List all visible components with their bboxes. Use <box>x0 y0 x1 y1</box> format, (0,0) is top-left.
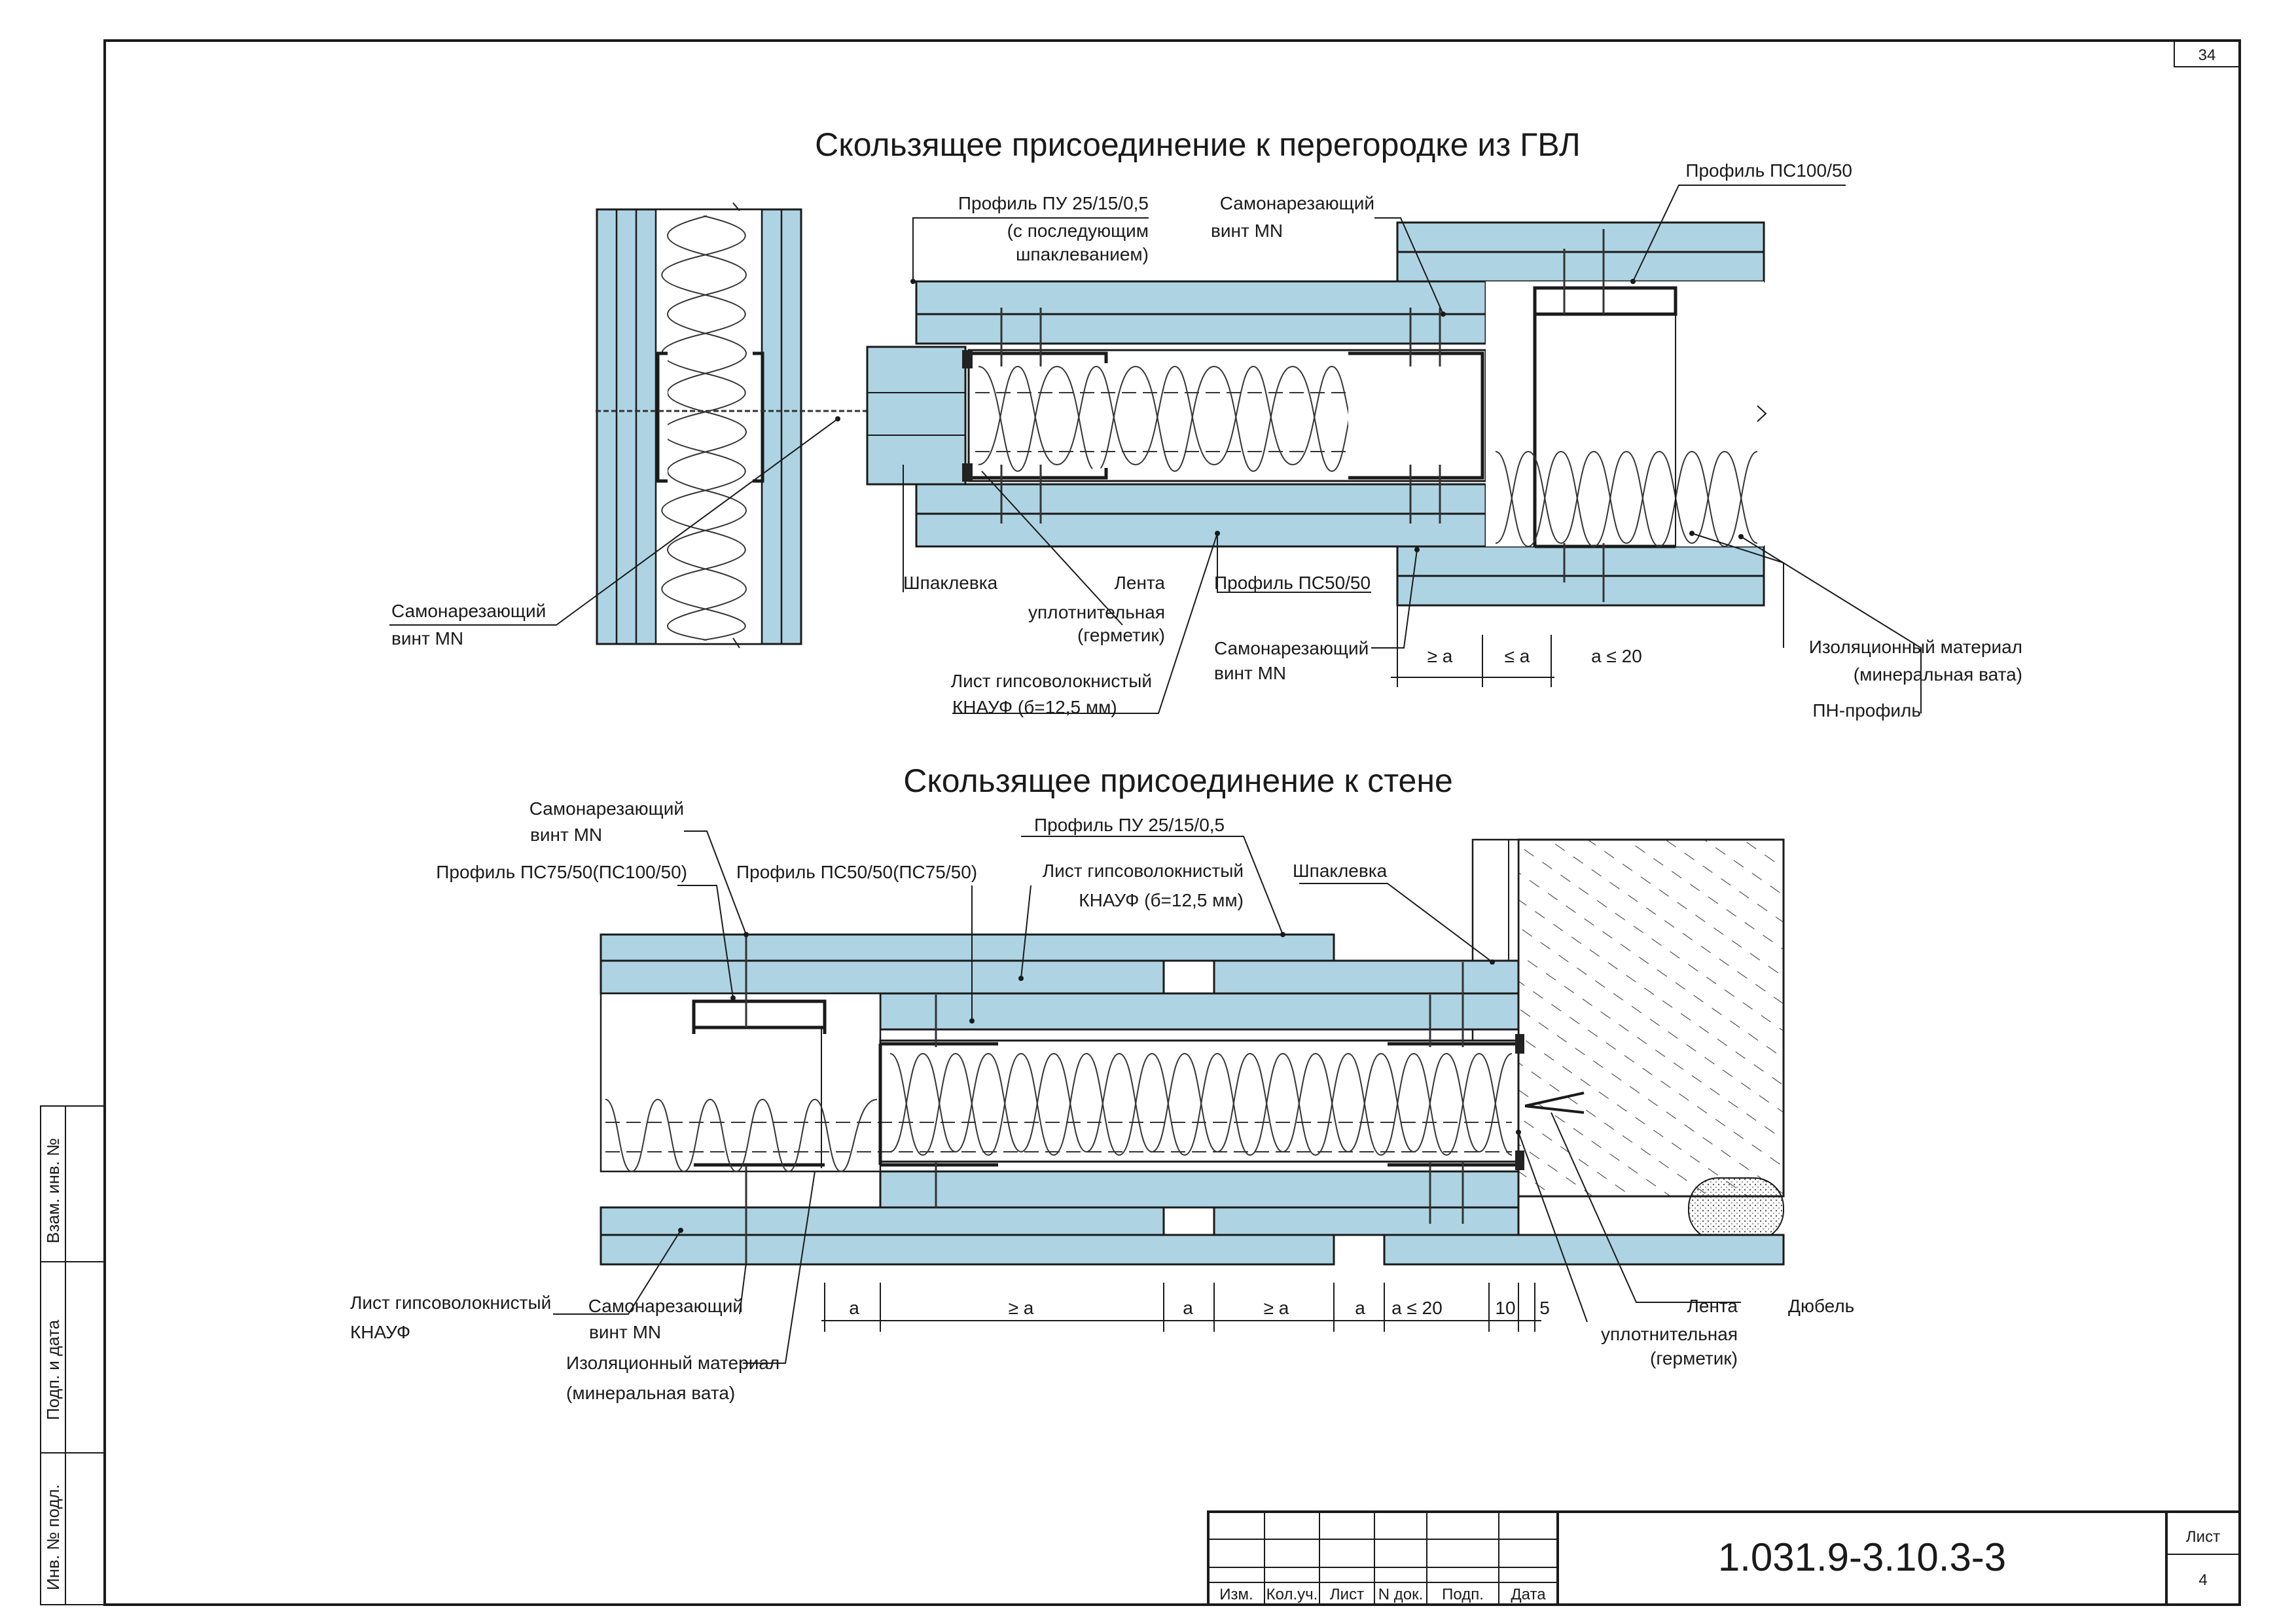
drawing-frame: 34 <box>103 39 2241 1606</box>
title-col-list: Лист <box>1330 1586 1364 1603</box>
bottom-label-iso-2: (минеральная вата) <box>566 1383 735 1403</box>
top-label-left-screw-1: Самонарезающий <box>391 601 546 621</box>
title-block: Изм. Кол.уч. Лист N док. Подп. Дата 1.03… <box>1207 1510 2241 1606</box>
top-dim-1: ≥ a <box>1427 646 1453 666</box>
top-label-pn: ПН-профиль <box>1812 700 1921 721</box>
bottom-label-lenta-2: уплотнительная <box>1601 1324 1738 1344</box>
top-label-left-screw-2: винт MN <box>391 628 463 649</box>
title-col-ndok: N док. <box>1378 1586 1424 1603</box>
top-label-lenta-3: (герметик) <box>1077 625 1165 645</box>
title-col-kol: Кол.уч. <box>1266 1586 1318 1603</box>
top-label-screw-2: винт MN <box>1211 221 1283 241</box>
bottom-dim-2: ≥ a <box>1009 1298 1034 1318</box>
top-label-lenta-2: уплотнительная <box>1028 602 1165 622</box>
concrete-wall <box>1517 838 1785 1198</box>
side-stamp-inv: Инв. № подл. <box>43 1484 63 1590</box>
bottom-dim-3: a <box>1183 1298 1193 1318</box>
bottom-detail: a ≥ a a ≥ a a a ≤ 20 10 5 Самонарезающий… <box>350 798 1854 1403</box>
top-boards-lower <box>915 483 1765 607</box>
sheet-number: 4 <box>2198 1571 2207 1589</box>
top-label-iso-1: Изоляционный материал <box>1809 637 2022 657</box>
top-detail: ≥ a ≤ a a ≤ 20 Профиль ПУ 25/15/0,5 (с п… <box>389 160 2022 721</box>
title-col-data: Дата <box>1511 1586 1546 1603</box>
existing-partition <box>596 202 802 649</box>
top-label-iso-2: (минеральная вата) <box>1854 664 2022 685</box>
top-screws <box>1000 229 1605 602</box>
bottom-dim-8: 5 <box>1539 1298 1550 1318</box>
top-leaders <box>389 185 1922 714</box>
top-label-profile-pu-3: шпаклеванием) <box>1016 244 1149 264</box>
top-label-profile-pu: Профиль ПУ 25/15/0,5 <box>958 193 1149 213</box>
bottom-label-dubel: Дюбель <box>1788 1296 1854 1316</box>
bottom-label-list-left-1: Лист гипсоволокнистый <box>350 1293 551 1313</box>
side-stamp: Взам. инв. № Подп. и дата Инв. № подл. <box>40 1105 105 1605</box>
bottom-leaders <box>553 830 1741 1364</box>
bottom-label-screw-b-1: Самонарезающий <box>588 1296 743 1316</box>
bottom-dim-1: a <box>849 1298 859 1318</box>
top-label-lenta-1: Лента <box>1115 573 1166 593</box>
bottom-label-ps50: Профиль ПС50/50(ПС75/50) <box>736 862 977 882</box>
bottom-dim-6: a ≤ 20 <box>1391 1298 1443 1318</box>
sheet-label: Лист <box>2186 1528 2220 1546</box>
bottom-label-shpaklevka: Шпаклевка <box>1293 861 1388 881</box>
bottom-screws <box>745 936 1464 1263</box>
bottom-label-screw-1: Самонарезающий <box>529 798 684 819</box>
bottom-label-lenta-1: Лента <box>1687 1296 1738 1316</box>
bottom-label-iso-1: Изоляционный материал <box>566 1353 780 1373</box>
document-code: 1.031.9-3.10.3-3 <box>1718 1535 2006 1579</box>
title-bottom-detail: Скользящее присоединение к стене <box>903 762 1453 799</box>
side-stamp-vzam: Взам. инв. № <box>43 1138 63 1243</box>
top-label-screw-b-1: Самонарезающий <box>1214 638 1369 658</box>
title-col-podp: Подп. <box>1442 1586 1484 1603</box>
bottom-dim-5: a <box>1355 1298 1365 1318</box>
top-sheet-number: 34 <box>2198 46 2216 64</box>
bottom-label-screw-b-2: винт MN <box>589 1322 661 1342</box>
top-label-shpaklevka: Шпаклевка <box>903 573 998 593</box>
title-top-detail: Скользящее присоединение к перегородке и… <box>815 126 1581 163</box>
top-label-screw-b-2: винт MN <box>1214 663 1286 683</box>
top-dimensions: ≥ a ≤ a a ≤ 20 <box>1391 546 1642 687</box>
title-col-izm: Изм. <box>1219 1586 1253 1603</box>
bottom-label-lenta-3: (герметик) <box>1650 1348 1738 1368</box>
top-label-ps100: Профиль ПС100/50 <box>1685 160 1852 181</box>
top-dim-3: a ≤ 20 <box>1591 646 1642 666</box>
bottom-label-list-left-2: КНАУФ <box>350 1322 410 1342</box>
bottom-label-list-1: Лист гипсоволокнистый <box>1043 861 1244 881</box>
bottom-dim-4: ≥ a <box>1264 1298 1289 1318</box>
top-label-list-1: Лист гипсоволокнистый <box>951 671 1152 691</box>
top-dim-2: ≤ a <box>1505 646 1530 666</box>
bottom-dim-7: 10 <box>1495 1298 1515 1318</box>
top-label-ps50: Профиль ПС50/50 <box>1214 573 1371 593</box>
top-label-screw-1: Самонарезающий <box>1220 193 1374 213</box>
bottom-label-list-2: КНАУФ (б=12,5 мм) <box>1079 890 1244 910</box>
side-stamp-podp: Подп. и дата <box>43 1319 63 1420</box>
bottom-label-pu: Профиль ПУ 25/15/0,5 <box>1034 815 1225 835</box>
top-label-profile-pu-2: (с последующим <box>1007 221 1149 241</box>
bottom-label-screw-2: винт MN <box>530 825 602 845</box>
bottom-dimensions: a ≥ a a ≥ a a a ≤ 20 10 5 <box>821 1283 1550 1332</box>
top-label-list-2: КНАУФ (б=12,5 мм) <box>952 697 1117 717</box>
bottom-label-ps75: Профиль ПС75/50(ПС100/50) <box>436 862 687 882</box>
